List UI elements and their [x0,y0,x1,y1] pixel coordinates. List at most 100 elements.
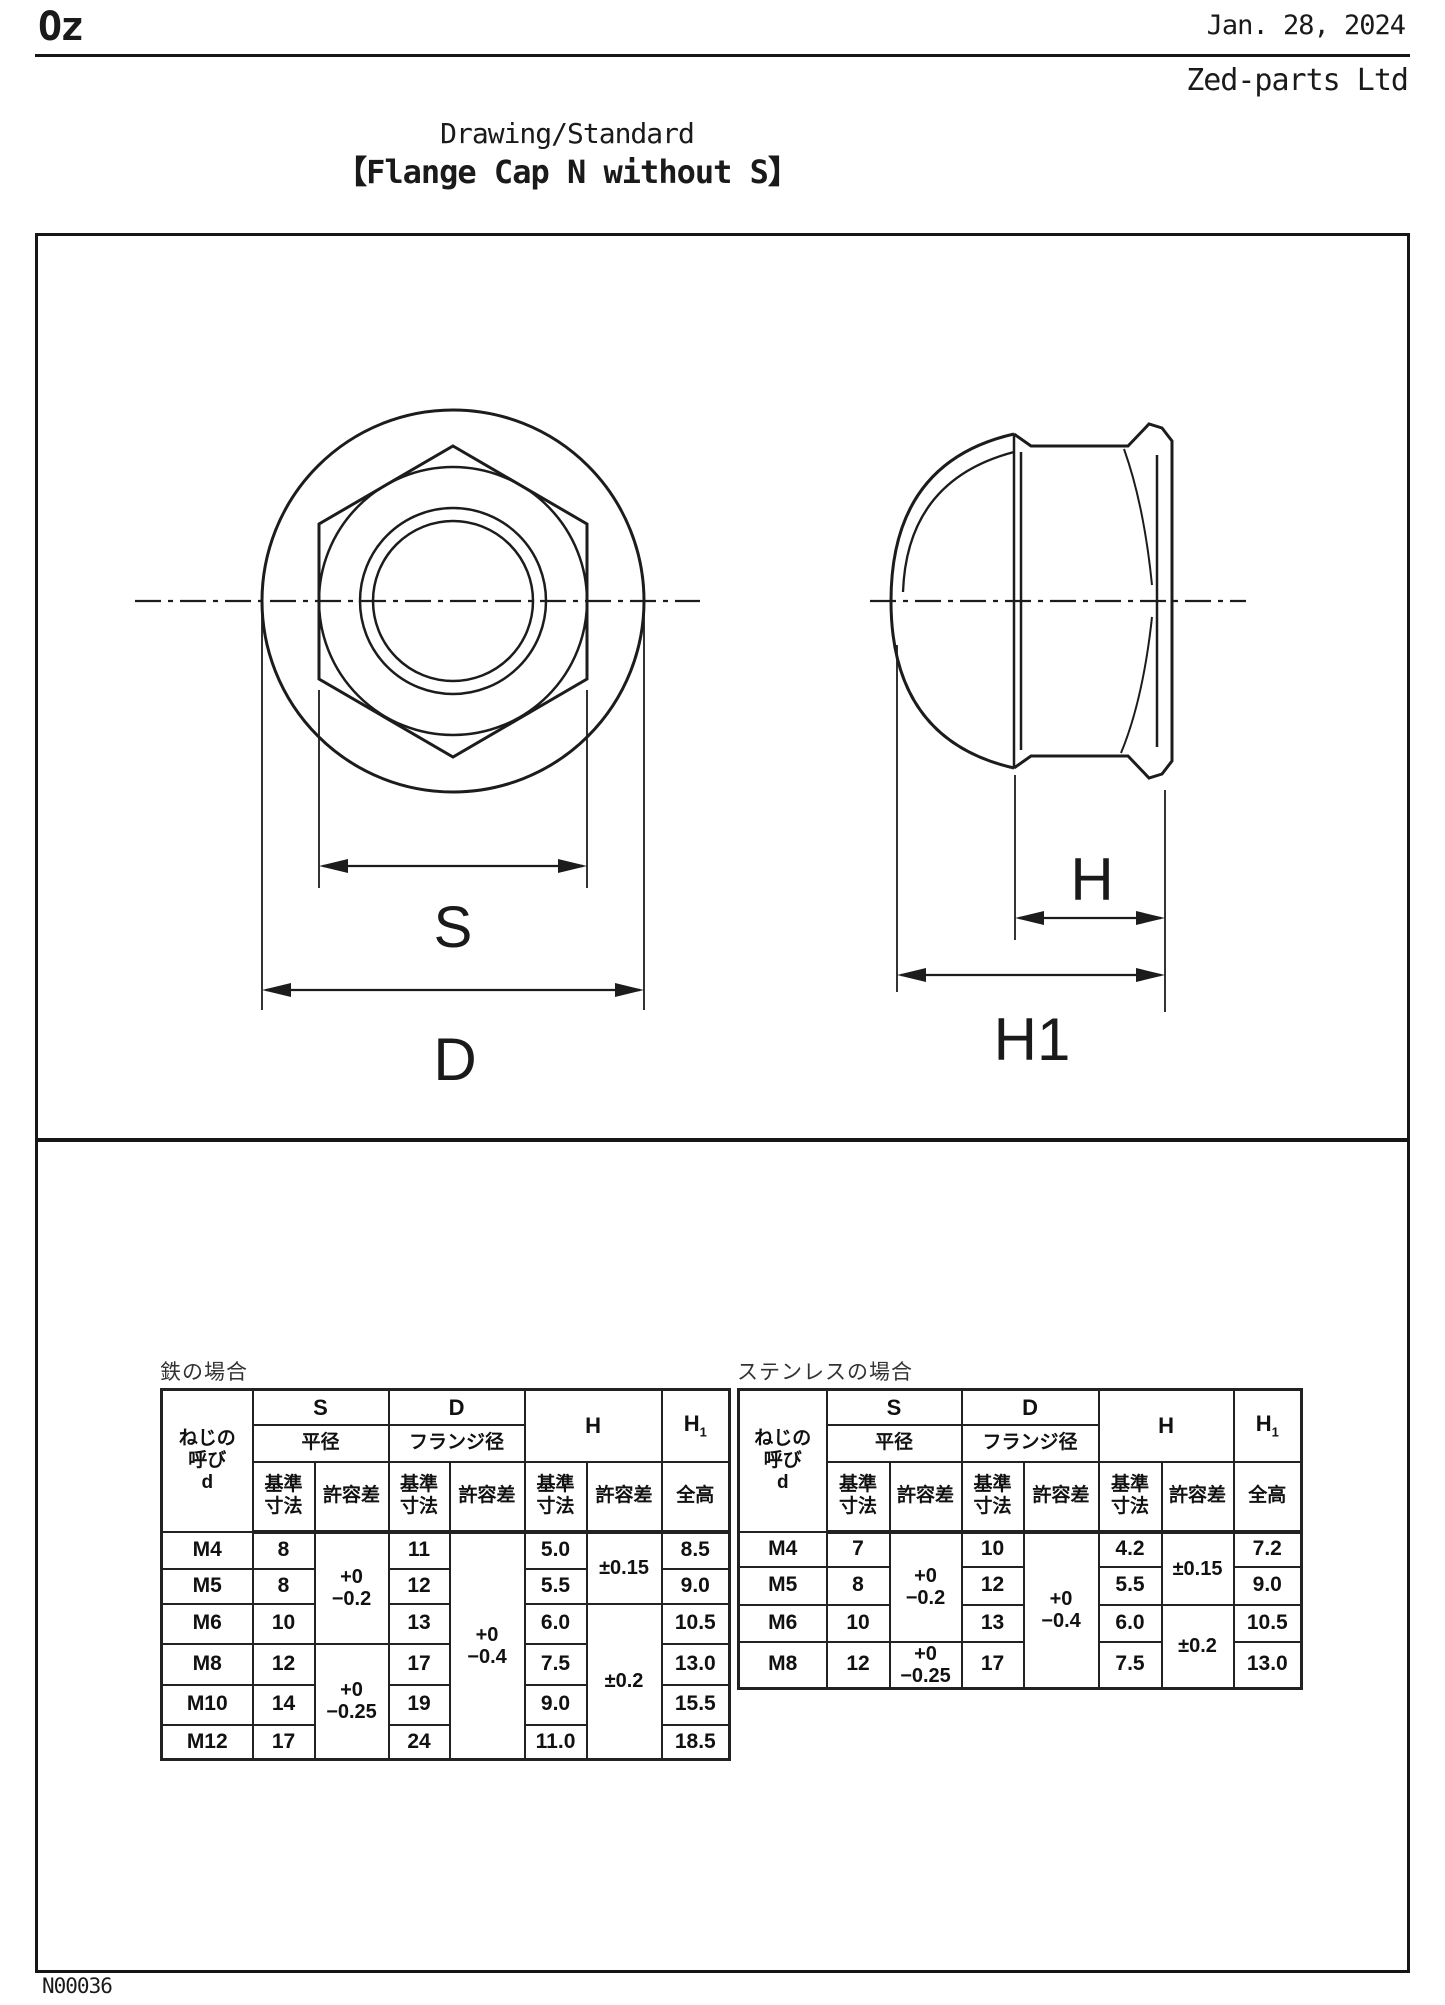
header-tol: 許容差 [448,1460,526,1534]
header-base: 基準 寸法 [825,1460,891,1534]
cell-height: 10.5 [1232,1603,1303,1643]
table-row: M5 8 12 5.5 9.0 [160,1567,731,1605]
cell-s-tol: +0 −0.25 [313,1642,390,1761]
cell-height: 7.2 [1232,1530,1303,1568]
cell-d-base: 10 [960,1530,1025,1568]
header-h1: H1 [1232,1388,1303,1463]
header-s: S [251,1388,390,1426]
cell-size: M5 [737,1565,828,1606]
header-s-name: 平径 [251,1423,390,1463]
cell-d-tol: +0 −0.4 [1022,1530,1100,1689]
front-view [135,408,700,794]
table-row: M4 8 +0 −0.2 11 +0 −0.4 5.0 ±0.15 8.5 [160,1530,731,1761]
header-s-name: 平径 [825,1423,963,1463]
cell-h-base: 6.0 [1097,1603,1163,1643]
cell-size: M8 [160,1642,254,1686]
cell-s-base: 8 [251,1567,316,1605]
cell-h-base: 7.5 [523,1642,588,1686]
cell-h-base: 5.0 [523,1530,588,1570]
cell-d-base: 13 [960,1603,1025,1643]
cell-height: 13.0 [1232,1640,1303,1689]
cell-s-tol: +0 −0.25 [888,1640,963,1689]
technical-drawing: S D H [135,408,1246,1093]
company-name: Zed-parts Ltd [1186,63,1409,98]
cell-s-base: 12 [825,1640,891,1689]
arrowhead-right [1136,968,1165,982]
header-tol: 許容差 [888,1460,963,1534]
cell-s-tol: +0 −0.2 [888,1530,963,1643]
cell-height: 9.0 [1232,1565,1303,1606]
table-row: M4 7 +0 −0.2 10 +0 −0.4 4.2 ±0.15 7.2 [737,1530,1303,1689]
dome-arc [889,432,1015,770]
header-rule [35,54,1410,57]
cell-size: M4 [737,1530,828,1568]
cell-s-tol: +0 −0.2 [313,1530,390,1645]
table-row: M5 8 12 5.5 9.0 [737,1565,1303,1606]
header-d-name: フランジ径 [960,1423,1100,1463]
hexagon-outline [317,444,589,759]
cell-h-tol: ±0.2 [585,1602,663,1761]
table-title-iron: 鉄の場合 [160,1361,248,1384]
arrowhead-right [615,983,644,997]
cell-s-base: 8 [251,1530,316,1570]
cell-height: 9.0 [660,1567,731,1605]
header-d-name: フランジ径 [387,1423,526,1463]
table-stainless: ねじの 呼び d S D H H1 平径 フランジ径 基準 寸法 許容差 基準 … [737,1388,1304,1690]
cell-height: 15.5 [660,1683,731,1726]
dim-label-h: H [1070,846,1113,913]
company-logo: Oz [38,4,84,50]
page-title: 【Flange Cap N without S】 [335,153,800,191]
header-height: 全高 [660,1460,731,1534]
arrowhead-left [897,968,926,982]
cell-d-base: 17 [387,1642,451,1686]
dome-inner-arc [901,450,1015,593]
table-row: M8 12 +0 −0.25 17 7.5 13.0 [737,1640,1303,1689]
cell-s-base: 10 [251,1602,316,1645]
dim-label-s: S [434,895,473,960]
header-base: 基準 寸法 [251,1460,316,1534]
cell-h-tol: ±0.15 [1160,1530,1235,1606]
header-base: 基準 寸法 [1097,1460,1163,1534]
arrowhead-left [1015,911,1044,925]
cell-d-base: 19 [387,1683,451,1726]
cell-size: M10 [160,1683,254,1726]
cell-h-base: 5.5 [1097,1565,1163,1606]
dim-label-h1: H1 [994,1006,1071,1073]
arrowhead-right [558,859,587,873]
cell-h-base: 4.2 [1097,1530,1163,1568]
cell-size: M12 [160,1723,254,1761]
cell-d-base: 11 [387,1530,451,1570]
chamfer-curve-top [1123,448,1153,586]
cell-h-base: 6.0 [523,1602,588,1645]
cell-height: 13.0 [660,1642,731,1686]
cell-s-base: 17 [251,1723,316,1761]
cell-d-base: 13 [387,1602,451,1645]
drawing-number: N00036 [42,1974,113,1998]
header-thread: ねじの 呼び d [160,1388,254,1533]
header-base: 基準 寸法 [523,1460,588,1534]
header-tol: 許容差 [1022,1460,1100,1534]
cell-s-base: 8 [825,1565,891,1606]
cell-h-base: 7.5 [1097,1640,1163,1689]
header-s: S [825,1388,963,1426]
date-label: Jan. 28, 2024 [1206,10,1406,41]
cell-size: M8 [737,1640,828,1689]
cell-h-tol: ±0.2 [1160,1603,1235,1689]
body-profile [1013,422,1174,780]
header-tol: 許容差 [313,1460,390,1534]
cell-height: 18.5 [660,1723,731,1761]
dimension-s: S [318,690,588,960]
header-h1: H1 [660,1388,731,1463]
arrowhead-left [262,983,291,997]
cell-d-tol: +0 −0.4 [448,1530,526,1761]
cell-d-base: 12 [960,1565,1025,1606]
table-row: M6 10 13 6.0 ±0.2 10.5 [737,1603,1303,1689]
table-title-stainless: ステンレスの場合 [737,1361,913,1384]
arrowhead-right [1136,911,1165,925]
cell-d-base: 24 [387,1723,451,1761]
header-d: D [960,1388,1100,1426]
cell-h-base: 5.5 [523,1567,588,1605]
header-base: 基準 寸法 [387,1460,451,1534]
cell-size: M6 [160,1602,254,1645]
cell-height: 8.5 [660,1530,731,1570]
